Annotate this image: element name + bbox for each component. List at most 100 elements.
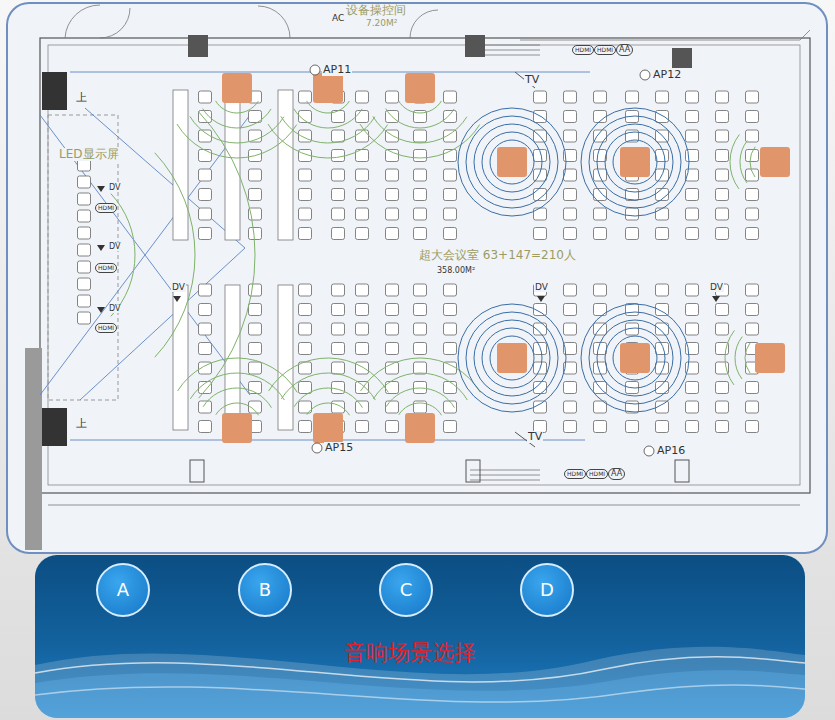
speaker	[620, 343, 650, 373]
chair	[356, 111, 369, 123]
scene-button: A	[96, 563, 150, 617]
chair	[299, 343, 312, 355]
port-label: HDMI	[95, 203, 117, 213]
room-inner-wall	[48, 45, 800, 485]
chair	[332, 304, 345, 316]
dv-arrow	[97, 307, 105, 313]
chair	[534, 228, 547, 240]
chair	[199, 208, 212, 220]
wall-column	[25, 348, 42, 550]
chair	[626, 284, 639, 296]
chair	[299, 169, 312, 181]
chair	[249, 323, 262, 335]
sound-wave	[386, 109, 454, 128]
table	[278, 285, 293, 430]
chair	[299, 304, 312, 316]
chair	[332, 382, 345, 394]
sound-ring	[597, 320, 673, 396]
chair	[386, 91, 399, 103]
chair	[626, 208, 639, 220]
stair-mark: 上	[75, 418, 88, 430]
sound-ring	[605, 132, 665, 192]
sound-wave	[203, 109, 271, 128]
ap-label: AP11	[322, 64, 352, 76]
sound-wave	[386, 388, 454, 408]
chair	[444, 362, 457, 374]
chair	[199, 323, 212, 335]
chair	[78, 295, 91, 307]
chair	[78, 159, 91, 171]
chair	[414, 189, 427, 201]
chair	[414, 228, 427, 240]
chair	[199, 401, 212, 413]
sound-ring	[605, 328, 665, 388]
chair	[414, 208, 427, 220]
dv-arrow	[173, 296, 181, 302]
chair	[746, 284, 759, 296]
chair	[656, 362, 669, 374]
chair	[386, 208, 399, 220]
wall-line	[520, 30, 810, 40]
sound-wave	[281, 116, 375, 143]
sound-ring	[597, 124, 673, 200]
wave	[35, 685, 805, 702]
port-label: HDMI	[586, 469, 608, 479]
chair	[716, 401, 729, 413]
plan-frame	[7, 3, 827, 553]
sound-wave	[361, 358, 481, 392]
sound-ring	[589, 312, 681, 404]
chair	[299, 189, 312, 201]
dv-label: DV	[171, 283, 186, 292]
chair	[199, 228, 212, 240]
chair	[564, 284, 577, 296]
chair	[78, 261, 91, 273]
chair	[626, 189, 639, 201]
chair	[716, 189, 729, 201]
chair	[716, 91, 729, 103]
sound-wave	[155, 153, 195, 357]
chair	[386, 150, 399, 162]
chair	[444, 323, 457, 335]
chair	[332, 323, 345, 335]
sound-ring	[613, 336, 657, 380]
sound-wave	[294, 109, 362, 128]
chair	[594, 421, 607, 433]
chair	[78, 244, 91, 256]
ap-icon	[640, 70, 650, 80]
sound-wave	[281, 373, 375, 400]
chair	[332, 169, 345, 181]
chair	[249, 304, 262, 316]
chair	[249, 189, 262, 201]
chair	[299, 382, 312, 394]
chair	[199, 169, 212, 181]
scene-button: C	[379, 563, 433, 617]
chair	[716, 421, 729, 433]
chair	[78, 176, 91, 188]
chair	[386, 323, 399, 335]
chair	[356, 189, 369, 201]
chair	[386, 304, 399, 316]
sound-ring	[474, 124, 550, 200]
ap-label: AP15	[324, 442, 354, 454]
chair	[249, 343, 262, 355]
table	[225, 285, 240, 430]
chair	[199, 343, 212, 355]
chair	[746, 189, 759, 201]
sound-wave	[730, 134, 739, 188]
sound-ring	[482, 328, 542, 388]
screen-name: LED显示屏	[58, 148, 120, 161]
chair	[386, 169, 399, 181]
chair	[386, 421, 399, 433]
ap-label: AP12	[652, 69, 682, 81]
chair	[594, 228, 607, 240]
chair	[716, 323, 729, 335]
chair	[386, 228, 399, 240]
chair	[299, 284, 312, 296]
port-label: AA	[616, 44, 633, 56]
chair	[626, 228, 639, 240]
sound-wave	[190, 373, 284, 400]
stair-hatch	[470, 45, 540, 480]
chair	[686, 130, 699, 142]
chair	[444, 208, 457, 220]
speaker	[313, 413, 343, 443]
